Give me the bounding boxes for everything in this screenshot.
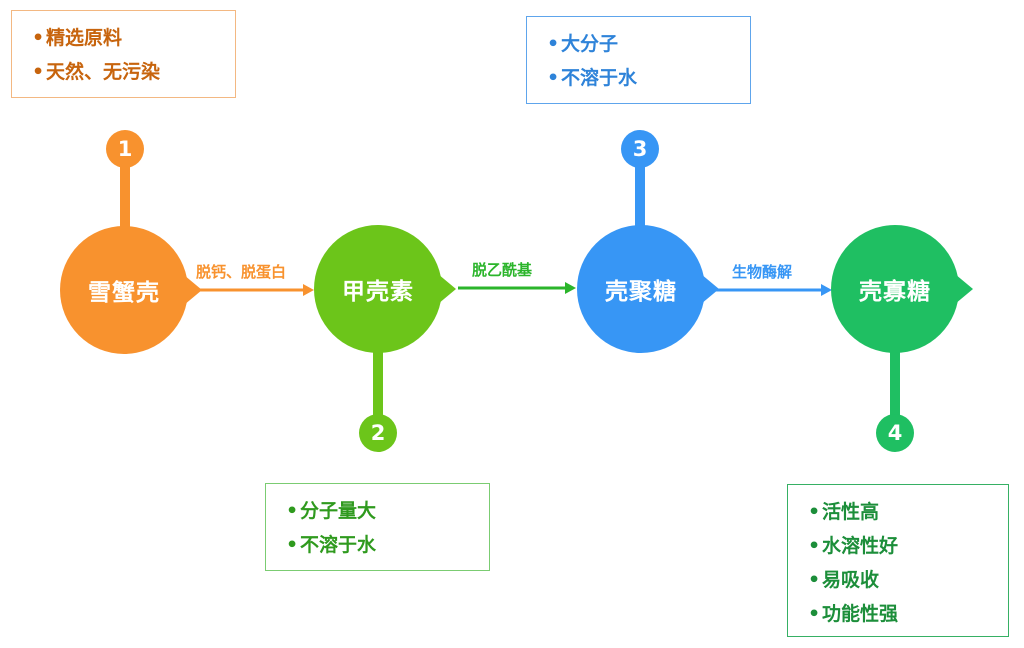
arrow-1-head (303, 284, 314, 296)
note-1-item-1: 精选原料 (32, 21, 235, 55)
note-box-4: 活性高 水溶性好 易吸收 功能性强 (787, 484, 1009, 637)
node-3-shape (577, 225, 719, 353)
note-box-2: 分子量大 不溶于水 (265, 483, 490, 571)
note-4-item-3: 易吸收 (808, 563, 1008, 597)
step-badge-4: 4 (876, 414, 914, 452)
note-2-list: 分子量大 不溶于水 (286, 494, 489, 562)
note-4-list: 活性高 水溶性好 易吸收 功能性强 (808, 495, 1008, 631)
edge-label-2: 脱乙酰基 (472, 261, 533, 279)
note-4-item-1: 活性高 (808, 495, 1008, 529)
step-badge-2: 2 (359, 414, 397, 452)
node-1-shape (60, 226, 202, 354)
node-4-shape (831, 225, 973, 353)
step-badge-3: 3 (621, 130, 659, 168)
node-chitosan: 壳聚糖 (577, 225, 719, 353)
stem-1 (120, 160, 130, 228)
node-2-label: 甲壳素 (342, 279, 414, 305)
note-box-3: 大分子 不溶于水 (526, 16, 751, 104)
note-3-item-1: 大分子 (547, 27, 750, 61)
note-3-list: 大分子 不溶于水 (547, 27, 750, 95)
node-3-label: 壳聚糖 (605, 279, 677, 305)
node-chitooligosaccharide: 壳寡糖 (831, 225, 973, 353)
edge-label-3: 生物酶解 (732, 263, 793, 281)
note-4-item-2: 水溶性好 (808, 529, 1008, 563)
note-1-item-2: 天然、无污染 (32, 55, 235, 89)
note-4-item-4: 功能性强 (808, 597, 1008, 631)
note-box-1: 精选原料 天然、无污染 (11, 10, 236, 98)
node-2-shape (314, 225, 456, 353)
stem-2 (373, 346, 383, 432)
note-1-list: 精选原料 天然、无污染 (32, 21, 235, 89)
note-3-item-2: 不溶于水 (547, 61, 750, 95)
note-2-item-1: 分子量大 (286, 494, 489, 528)
step-badge-1: 1 (106, 130, 144, 168)
node-1-label: 雪蟹壳 (88, 280, 160, 306)
arrow-3-head (821, 284, 832, 296)
edge-label-1: 脱钙、脱蛋白 (196, 263, 287, 281)
node-chitin: 甲壳素 (314, 225, 456, 353)
node-4-label: 壳寡糖 (859, 279, 931, 305)
stem-4 (890, 346, 900, 432)
stem-3 (635, 160, 645, 228)
node-snow-crab-shell: 雪蟹壳 (60, 226, 202, 354)
arrow-2-head (565, 282, 576, 294)
note-2-item-2: 不溶于水 (286, 528, 489, 562)
